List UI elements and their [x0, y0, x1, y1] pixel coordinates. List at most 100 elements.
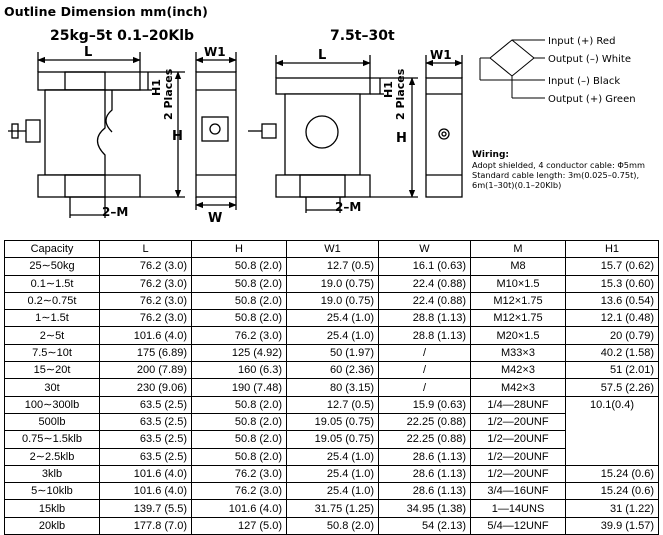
table-cell: 100∼300lb — [4, 395, 100, 414]
wiring-title: Wiring: — [472, 150, 509, 160]
bridge-diagram — [479, 39, 545, 99]
table-cell: 34.95 (1.38) — [378, 499, 471, 518]
dim-label-L: L — [84, 45, 92, 60]
table-cell: 25.4 (1.0) — [286, 464, 379, 484]
table-cell: 7.5∼10t — [4, 343, 100, 363]
table-cell: 1/2—20UNF — [470, 447, 566, 466]
table-cell: 15.3 (0.60) — [565, 274, 659, 293]
table-cell: 31.75 (1.25) — [286, 499, 379, 518]
table-cell: 101.6 (4.0) — [99, 482, 192, 501]
table-cell: 1/4—28UNF — [470, 395, 566, 414]
table-cell — [565, 413, 659, 431]
table-cell: 50 (1.97) — [286, 343, 379, 363]
table-cell: 28.6 (1.13) — [378, 464, 471, 484]
table-cell: M10×1.5 — [470, 274, 566, 293]
table-cell: M33×3 — [470, 343, 566, 363]
table-cell: 1/2—20UNF — [470, 464, 566, 484]
column-header: H — [191, 239, 287, 259]
table-cell: 28.8 (1.13) — [378, 309, 471, 328]
table-cell: 57.5 (2.26) — [565, 378, 659, 397]
column-header: L — [99, 239, 192, 259]
table-cell: 25.4 (1.0) — [286, 482, 379, 501]
dim-label-H-large: H — [396, 131, 407, 146]
table-cell: 50.8 (2.0) — [286, 516, 379, 535]
large-cell-side-view — [425, 55, 463, 198]
table-cell: 31 (1.22) — [565, 499, 659, 518]
table-cell: M12×1.75 — [470, 309, 566, 328]
dim-label-H1-large: H1 — [382, 81, 395, 98]
table-cell: 15.24 (0.6) — [565, 482, 659, 501]
table-cell: 22.4 (0.88) — [378, 274, 471, 293]
table-cell: 50.8 (2.0) — [191, 430, 287, 449]
table-cell: 76.2 (3.0) — [99, 309, 192, 328]
table-cell: 0.75∼1.5klb — [4, 430, 100, 449]
wire-label: Output (–) White — [548, 54, 631, 65]
table-cell: 22.25 (0.88) — [378, 412, 471, 432]
dim-label-W1-large: W1 — [430, 48, 452, 62]
table-cell: 15.7 (0.62) — [565, 257, 659, 276]
table-cell: 25.4 (1.0) — [286, 309, 379, 328]
table-cell: 25.4 (1.0) — [286, 447, 379, 466]
table-cell: 10.1(0.4) — [565, 395, 659, 414]
table-cell: 25.4 (1.0) — [286, 326, 379, 345]
table-cell: 25∼50kg — [4, 257, 100, 276]
table-cell: 50.8 (2.0) — [191, 274, 287, 293]
table-cell: 50.8 (2.0) — [191, 309, 287, 328]
table-cell: 12.1 (0.48) — [565, 309, 659, 328]
table-cell: 160 (6.3) — [191, 361, 287, 380]
table-cell: 63.5 (2.5) — [99, 447, 192, 466]
wire-label: Input (–) Black — [548, 76, 620, 87]
large-cell-front-view — [248, 55, 418, 213]
table-cell: 101.6 (4.0) — [99, 464, 192, 484]
table-cell: 19.0 (0.75) — [286, 274, 379, 293]
table-cell: 50.8 (2.0) — [191, 412, 287, 432]
table-cell: 230 (9.06) — [99, 378, 192, 397]
table-cell: 175 (6.89) — [99, 343, 192, 363]
table-cell: 39.9 (1.57) — [565, 516, 659, 535]
table-cell: M42×3 — [470, 378, 566, 397]
table-cell: 20 (0.79) — [565, 326, 659, 345]
table-cell: 76.2 (3.0) — [99, 274, 192, 293]
page-title: Outline Dimension mm(inch) — [4, 4, 208, 19]
table-cell: 19.05 (0.75) — [286, 412, 379, 432]
column-header: M — [470, 239, 566, 259]
dim-label-W1: W1 — [204, 45, 226, 59]
table-cell: M42×3 — [470, 361, 566, 380]
table-cell: 60 (2.36) — [286, 361, 379, 380]
table-cell: / — [378, 361, 471, 380]
table-cell: 76.2 (3.0) — [191, 326, 287, 345]
table-cell: 28.6 (1.13) — [378, 482, 471, 501]
table-cell: 19.0 (0.75) — [286, 291, 379, 311]
table-cell: 5∼10klb — [4, 482, 100, 501]
table-cell: 54 (2.13) — [378, 516, 471, 535]
table-cell: 12.7 (0.5) — [286, 395, 379, 414]
table-cell: / — [378, 343, 471, 363]
table-cell: 16.1 (0.63) — [378, 257, 471, 276]
table-cell: 28.8 (1.13) — [378, 326, 471, 345]
table-cell: 1/2—20UNF — [470, 430, 566, 449]
wire-label: Output (+) Green — [548, 94, 636, 105]
table-cell: 63.5 (2.5) — [99, 395, 192, 414]
table-cell: 101.6 (4.0) — [99, 326, 192, 345]
table-cell: 1/2—20UNF — [470, 412, 566, 432]
table-cell: 15klb — [4, 499, 100, 518]
table-cell: 101.6 (4.0) — [191, 499, 287, 518]
dim-label-2M: 2–M — [102, 205, 128, 219]
table-cell: M12×1.75 — [470, 291, 566, 311]
table-cell: 63.5 (2.5) — [99, 412, 192, 432]
table-cell: 50.8 (2.0) — [191, 291, 287, 311]
right-drawing-title: 7.5t–30t — [330, 28, 395, 44]
